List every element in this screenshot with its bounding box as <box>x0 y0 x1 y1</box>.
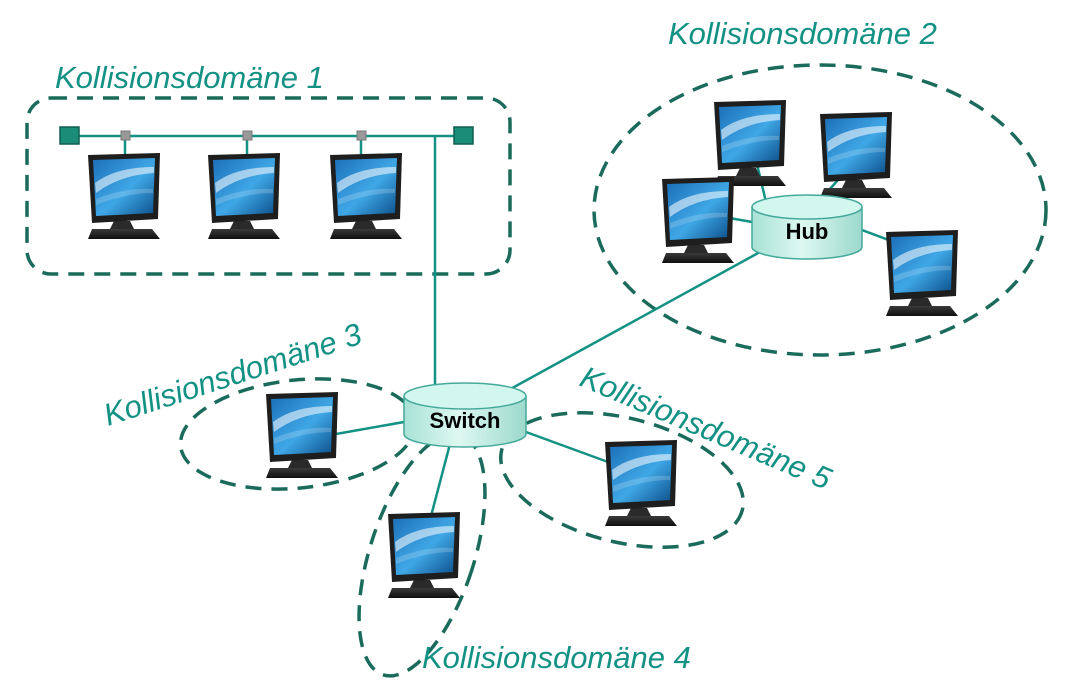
domain-1-boundary <box>25 96 512 276</box>
bus-tap-icon <box>120 130 131 141</box>
computer-icon[interactable] <box>605 440 677 526</box>
domain-4-boundary <box>357 432 487 678</box>
bus-terminator-icon <box>59 126 80 145</box>
domain-label-1: Kollisionsdomäne 1 <box>55 60 324 95</box>
computer-icon[interactable] <box>886 230 958 316</box>
computer-icon[interactable] <box>820 112 892 198</box>
computer-icon[interactable] <box>88 153 160 239</box>
switch-cable <box>335 420 405 436</box>
domain-5-boundary <box>499 411 745 549</box>
computers <box>88 100 958 598</box>
switch-label: Switch <box>430 408 501 433</box>
hub-label: Hub <box>786 219 829 244</box>
computer-icon[interactable] <box>330 153 402 239</box>
computer-icon[interactable] <box>662 177 734 263</box>
bus-tap-icon <box>242 130 253 141</box>
domain-label-2: Kollisionsdomäne 2 <box>668 16 937 51</box>
switch-cable <box>525 430 609 464</box>
hub-icon[interactable]: Hub <box>751 194 863 260</box>
switch-cable <box>428 443 452 521</box>
bus-components <box>59 126 474 145</box>
domain-label-4: Kollisionsdomäne 4 <box>422 640 691 675</box>
computer-icon[interactable] <box>714 100 786 186</box>
switch-icon[interactable]: Switch <box>403 382 527 448</box>
computer-icon[interactable] <box>388 512 460 598</box>
bus-terminator-icon <box>453 126 474 145</box>
computer-icon[interactable] <box>208 153 280 239</box>
domain-2-boundary <box>592 63 1048 357</box>
switch-to-hub-cable <box>504 250 761 394</box>
collision-domain-boundaries <box>25 63 1048 678</box>
bus-tap-icon <box>356 130 367 141</box>
computer-icon[interactable] <box>266 392 338 478</box>
domain-labels: Kollisionsdomäne 1 Kollisionsdomäne 2 Ko… <box>55 16 937 675</box>
